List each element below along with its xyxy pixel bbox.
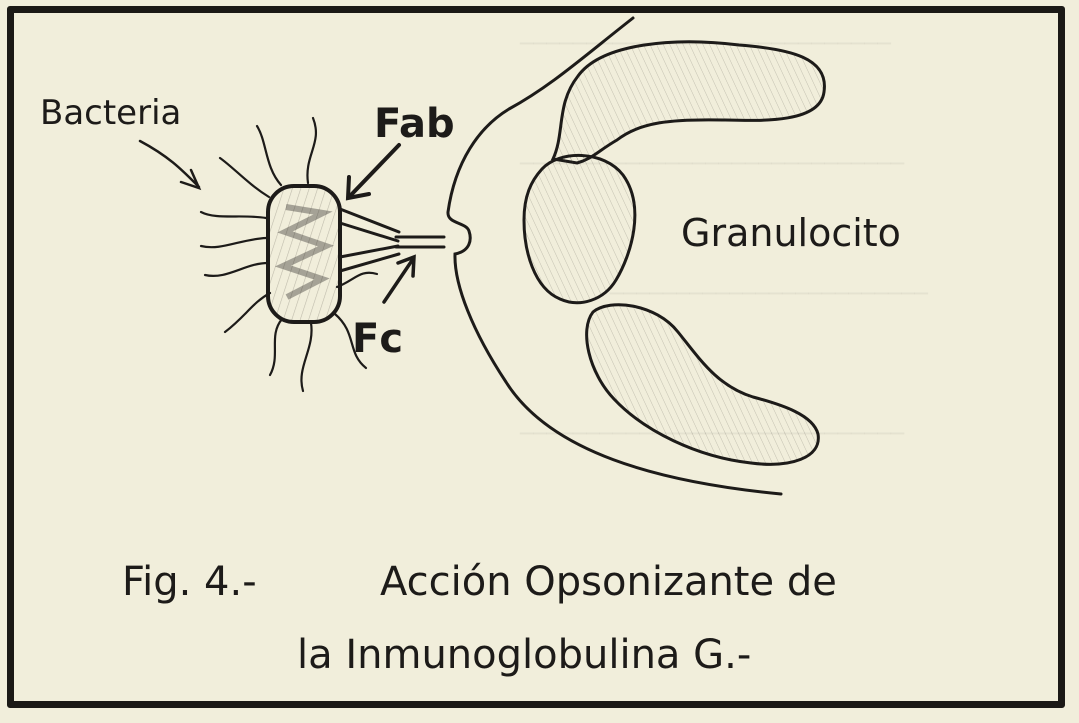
fab-arm-upper bbox=[340, 209, 399, 232]
nucleus-lobe-1 bbox=[553, 42, 824, 163]
arrow-bacteria bbox=[140, 141, 199, 188]
arrow-fc bbox=[384, 257, 414, 302]
label-fab: Fab bbox=[374, 101, 455, 147]
fab-arm-upper-inner bbox=[340, 223, 398, 241]
caption-line-1: Acción Opsonizante de bbox=[380, 559, 837, 605]
antibody-igg bbox=[340, 209, 444, 271]
bacterium bbox=[268, 186, 340, 322]
caption-figure-number: Fig. 4.- bbox=[122, 559, 257, 605]
caption-line-2: la Inmunoglobulina G.- bbox=[297, 632, 751, 678]
label-fc: Fc bbox=[352, 316, 403, 362]
label-bacteria: Bacteria bbox=[40, 93, 181, 133]
arrow-fab bbox=[348, 145, 399, 198]
nucleus-lobe-3 bbox=[587, 305, 819, 465]
label-granulocyte: Granulocito bbox=[681, 211, 901, 255]
nucleus-lobe-2 bbox=[524, 155, 635, 302]
